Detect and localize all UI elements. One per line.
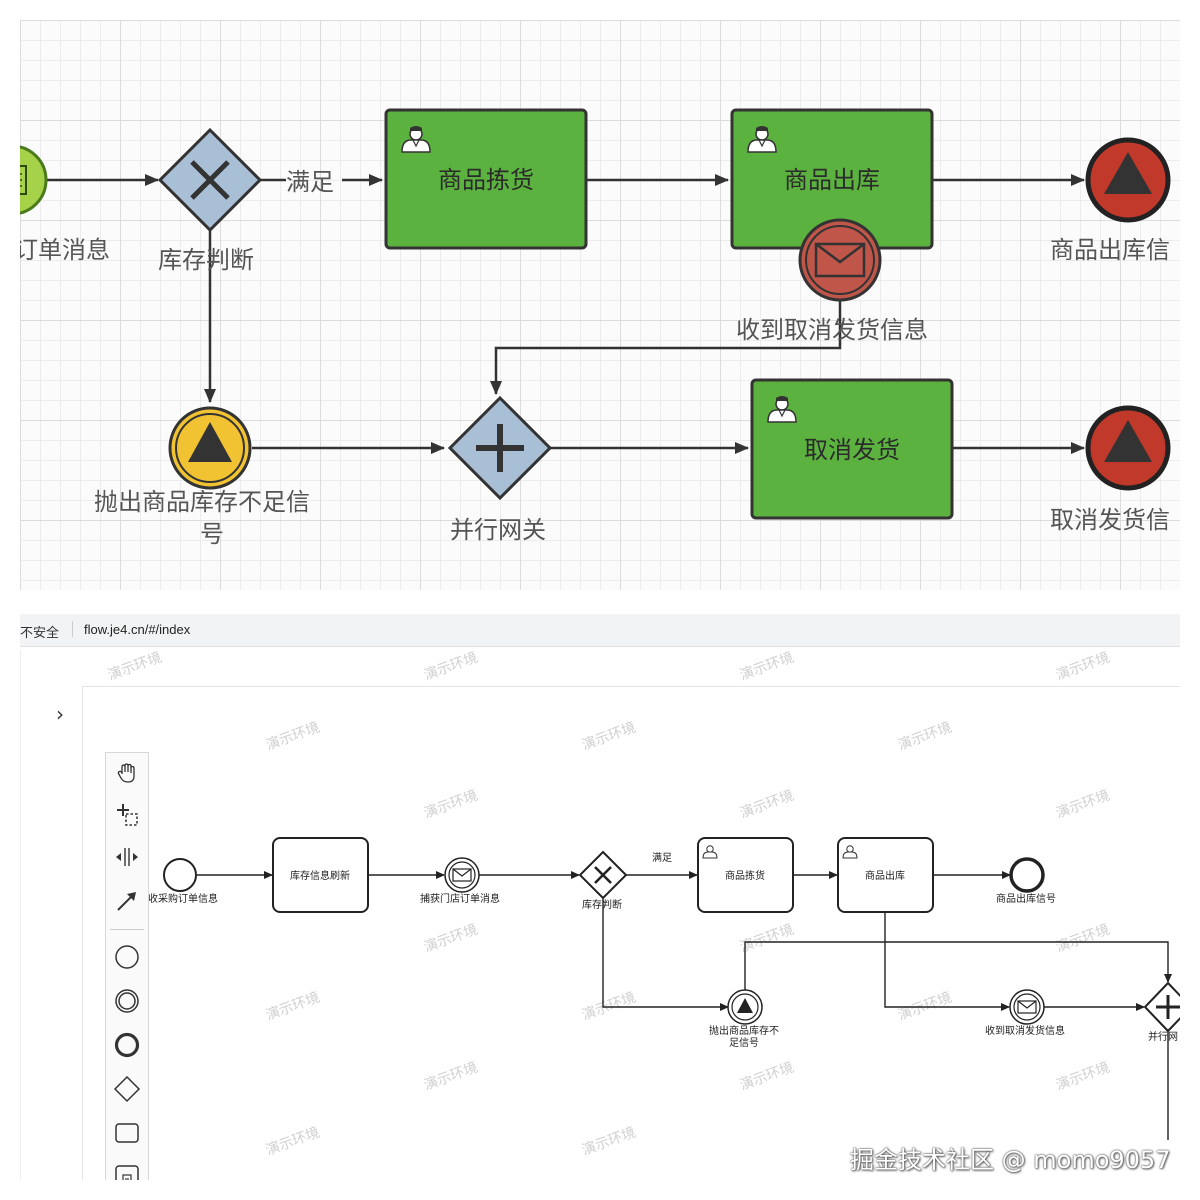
top-gateway-label: 库存判断 bbox=[158, 246, 254, 274]
top-diagram-canvas: 订单消息 库存判断 满足 商品拣货 商品出库 收到取消发货信息 bbox=[20, 20, 1180, 590]
top-signal-throw-event[interactable] bbox=[168, 406, 252, 490]
bottom-catch-message-event[interactable] bbox=[444, 857, 480, 893]
bottom-diagram-svg: 演示环境 演示环境 演示环境 演示环境 演示环境 演示环境 演示环境 演示环境 … bbox=[106, 650, 1180, 1159]
lasso-tool-icon[interactable] bbox=[106, 797, 148, 833]
bottom-start-event[interactable] bbox=[163, 858, 197, 892]
top-flows bbox=[44, 174, 1085, 454]
end-event-icon[interactable] bbox=[106, 1027, 148, 1063]
top-end-ship-label: 商品出库信 bbox=[1050, 236, 1170, 264]
top-end-event-ship[interactable] bbox=[1085, 137, 1171, 223]
top-task-ship-label: 商品出库 bbox=[784, 166, 880, 194]
top-exclusive-gateway[interactable] bbox=[157, 127, 263, 233]
svg-text:演示环境: 演示环境 bbox=[580, 1125, 638, 1159]
top-signal-label-1: 抛出商品库存不足信 bbox=[94, 488, 310, 516]
svg-text:演示环境: 演示环境 bbox=[1054, 1060, 1112, 1094]
bottom-gateway-label: 库存判断 bbox=[582, 898, 622, 911]
url-text[interactable]: flow.je4.cn/#/index bbox=[84, 622, 191, 637]
svg-text:演示环境: 演示环境 bbox=[896, 720, 954, 754]
bottom-task-ship[interactable]: 商品出库 bbox=[837, 837, 934, 913]
top-task-pick-label: 商品拣货 bbox=[438, 166, 534, 194]
top-end-event-cancel[interactable] bbox=[1085, 405, 1171, 491]
bottom-task-pick-label: 商品拣货 bbox=[725, 869, 765, 882]
bottom-message-cancel-event[interactable] bbox=[1009, 989, 1045, 1025]
bottom-signal-label-1: 抛出商品库存不 bbox=[709, 1024, 779, 1037]
svg-text:演示环境: 演示环境 bbox=[264, 720, 322, 754]
bottom-task-ship-label: 商品出库 bbox=[865, 869, 905, 882]
bottom-flows bbox=[197, 871, 1172, 1140]
svg-text:演示环境: 演示环境 bbox=[580, 720, 638, 754]
svg-text:演示环境: 演示环境 bbox=[422, 1060, 480, 1094]
subprocess-icon[interactable] bbox=[106, 1157, 148, 1180]
bottom-start-label: 收采购订单信息 bbox=[148, 892, 218, 905]
bottom-exclusive-gateway[interactable] bbox=[578, 850, 628, 900]
top-task-cancel-label: 取消发货 bbox=[804, 436, 900, 464]
bottom-task-pick[interactable]: 商品拣货 bbox=[697, 837, 794, 913]
address-divider bbox=[72, 621, 73, 637]
signal-triangle-icon bbox=[1104, 420, 1152, 462]
bottom-task-refresh-label: 库存信息刷新 bbox=[290, 869, 350, 882]
svg-text:演示环境: 演示环境 bbox=[1054, 650, 1112, 684]
gateway-icon[interactable] bbox=[106, 1071, 148, 1107]
start-event-icon[interactable] bbox=[106, 939, 148, 975]
top-boundary-message-event[interactable] bbox=[798, 218, 882, 302]
svg-text:演示环境: 演示环境 bbox=[1054, 922, 1112, 956]
bottom-signal-label-2: 足信号 bbox=[729, 1037, 759, 1049]
bottom-parallel-gateway[interactable] bbox=[1143, 981, 1180, 1033]
svg-text:演示环境: 演示环境 bbox=[738, 1060, 796, 1094]
svg-text:演示环境: 演示环境 bbox=[264, 990, 322, 1024]
tool-palette bbox=[105, 752, 149, 1180]
svg-text:演示环境: 演示环境 bbox=[1054, 788, 1112, 822]
bottom-parallel-label: 并行网 bbox=[1148, 1030, 1178, 1043]
bottom-message-cancel-label: 收到取消发货信息 bbox=[985, 1024, 1065, 1037]
top-parallel-label: 并行网关 bbox=[450, 516, 546, 544]
top-end-cancel-label: 取消发货信 bbox=[1050, 506, 1170, 534]
app-frame bbox=[20, 650, 1180, 1180]
signal-triangle-icon bbox=[188, 422, 232, 462]
task-icon[interactable] bbox=[106, 1115, 148, 1151]
top-task-pick[interactable]: 商品拣货 bbox=[384, 108, 588, 250]
top-start-event[interactable] bbox=[20, 145, 48, 215]
bottom-end-event[interactable] bbox=[1009, 857, 1045, 893]
hand-tool-icon[interactable] bbox=[106, 755, 148, 791]
palette-divider bbox=[110, 929, 144, 930]
svg-text:演示环境: 演示环境 bbox=[264, 1125, 322, 1159]
designer-canvas-frame bbox=[82, 686, 1180, 1180]
svg-text:演示环境: 演示环境 bbox=[738, 788, 796, 822]
bottom-end-label: 商品出库信号 bbox=[996, 892, 1056, 905]
chevron-right-icon[interactable]: › bbox=[56, 702, 64, 726]
bottom-signal-throw-event[interactable] bbox=[727, 989, 763, 1025]
bottom-condition-label: 满足 bbox=[652, 852, 672, 864]
svg-text:演示环境: 演示环境 bbox=[106, 650, 164, 684]
signal-triangle-icon bbox=[1104, 152, 1152, 194]
top-start-label: 订单消息 bbox=[20, 236, 110, 264]
signal-triangle-icon bbox=[737, 998, 753, 1013]
credit-watermark: 掘金技术社区 @ momo9057 bbox=[850, 1146, 1171, 1174]
security-indicator[interactable]: 不安全 bbox=[20, 625, 60, 640]
flow-designer-app: › 演示环境 演示环境 演示环境 演示环境 演示环境 演示环境 演示环境 演示环… bbox=[20, 650, 1180, 1180]
bottom-catch-label: 捕获门店订单消息 bbox=[420, 892, 500, 905]
svg-text:演示环境: 演示环境 bbox=[422, 650, 480, 684]
intermediate-event-icon[interactable] bbox=[106, 983, 148, 1019]
connect-tool-icon[interactable] bbox=[106, 883, 148, 919]
top-diagram-svg: 订单消息 库存判断 满足 商品拣货 商品出库 收到取消发货信息 bbox=[20, 108, 1171, 548]
top-task-cancel[interactable]: 取消发货 bbox=[750, 378, 954, 520]
top-signal-label-2: 号 bbox=[200, 520, 224, 548]
browser-address-bar[interactable]: 不安全 flow.je4.cn/#/index bbox=[20, 614, 1180, 647]
bottom-task-refresh[interactable]: 库存信息刷新 bbox=[272, 837, 369, 913]
space-tool-icon[interactable] bbox=[106, 839, 148, 875]
top-parallel-gateway[interactable] bbox=[447, 395, 553, 501]
svg-text:演示环境: 演示环境 bbox=[422, 788, 480, 822]
top-boundary-label: 收到取消发货信息 bbox=[736, 316, 928, 344]
svg-text:演示环境: 演示环境 bbox=[738, 650, 796, 684]
top-condition-label: 满足 bbox=[286, 168, 334, 196]
svg-text:演示环境: 演示环境 bbox=[422, 922, 480, 956]
svg-text:演示环境: 演示环境 bbox=[738, 922, 796, 956]
